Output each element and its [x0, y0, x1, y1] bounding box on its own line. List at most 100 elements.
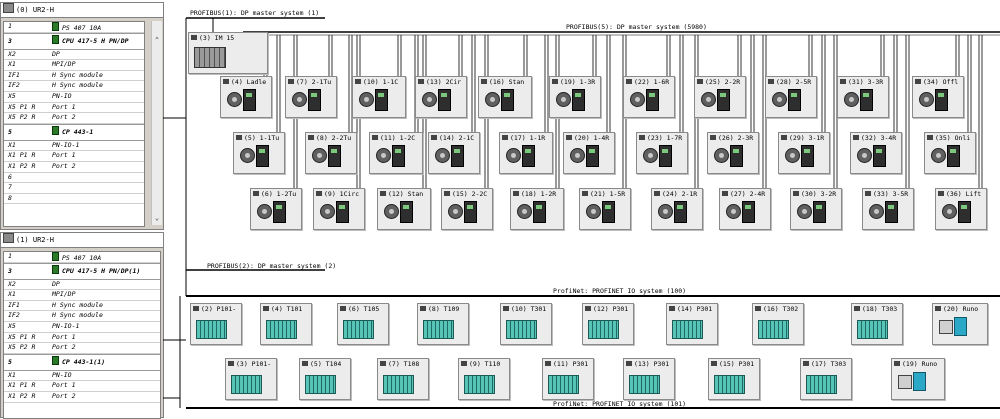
drive-device[interactable]: (13) 2Cir	[415, 76, 467, 118]
motor-icon	[857, 148, 872, 163]
plc-device[interactable]: (15) P301	[708, 358, 760, 400]
drive-device[interactable]: (9) 1Circ	[313, 188, 365, 230]
plc-device[interactable]: (10) T301	[500, 303, 552, 345]
slot-number: X5 P2 R	[8, 343, 36, 352]
drive-device[interactable]: (6) 1-2Tu	[250, 188, 302, 230]
plc-rack-icon	[857, 320, 888, 339]
drive-device[interactable]: (17) 1-1R	[499, 132, 553, 174]
plc-device[interactable]: (9) T110	[458, 358, 510, 400]
scroll-down-icon[interactable]: ⌄	[154, 214, 160, 222]
drive-icon	[533, 201, 546, 223]
vertical-scrollbar[interactable]: ⌃ ⌄	[151, 21, 162, 225]
drive-device[interactable]: (19) 1-3R	[549, 76, 601, 118]
plc-device[interactable]: (11) P301	[542, 358, 594, 400]
drive-device[interactable]: (30) 3-2R	[790, 188, 842, 230]
motor-icon	[726, 204, 741, 219]
plc-rack-icon	[506, 320, 537, 339]
plc-device[interactable]: (7) T108	[377, 358, 429, 400]
device-label: (19) 1-3R	[552, 78, 595, 86]
drive-device[interactable]: (5) 1-1Tu	[233, 132, 285, 174]
drive-device[interactable]: (35) Onli	[924, 132, 976, 174]
plc-device[interactable]: (14) P301	[666, 303, 718, 345]
device-label: (6) T105	[340, 305, 379, 313]
io-device[interactable]: (20) Runo	[932, 303, 988, 345]
drive-device[interactable]: (36) Lift	[935, 188, 987, 230]
drive-device[interactable]: (24) 2-1R	[651, 188, 703, 230]
drive-device[interactable]: (26) 2-3R	[707, 132, 759, 174]
drive-device[interactable]: (18) 1-2R	[510, 188, 564, 230]
drive-device[interactable]: (27) 2-4R	[719, 188, 771, 230]
drive-device[interactable]: (8) 2-2Tu	[305, 132, 357, 174]
im153-device[interactable]: (3) IM 15	[188, 32, 268, 74]
drive-device[interactable]: (29) 3-1R	[778, 132, 830, 174]
drive-device[interactable]: (14) 2-1C	[428, 132, 480, 174]
scroll-up-icon[interactable]: ⌃	[154, 36, 160, 44]
drive-device[interactable]: (11) 1-2C	[369, 132, 423, 174]
drive-device[interactable]: (4) Ladle	[220, 76, 272, 118]
plc-device[interactable]: (2) P101-	[190, 303, 242, 345]
drive-device[interactable]: (22) 1-6R	[623, 76, 675, 118]
drive-device[interactable]: (34) Offl	[912, 76, 964, 118]
drive-device[interactable]: (12) Stan	[377, 188, 431, 230]
plc-device[interactable]: (8) T109	[417, 303, 469, 345]
drive-device[interactable]: (20) 1-4R	[563, 132, 615, 174]
plc-device[interactable]: (18) T303	[851, 303, 903, 345]
plc-device[interactable]: (16) T302	[752, 303, 804, 345]
slot-row[interactable]: 7	[4, 183, 144, 194]
drive-device[interactable]: (10) 1-1C	[352, 76, 406, 118]
drive-device[interactable]: (23) 1-7R	[636, 132, 688, 174]
io-device[interactable]: (19) Runo	[891, 358, 945, 400]
plc-device[interactable]: (6) T105	[337, 303, 389, 345]
drive-icon	[659, 145, 672, 167]
slot-module: CP 443-1	[52, 125, 93, 140]
drive-device[interactable]: (15) 2-2C	[441, 188, 493, 230]
drive-icon	[392, 145, 405, 167]
plc-device[interactable]: (4) T101	[260, 303, 312, 345]
drive-device[interactable]: (21) 1-5R	[579, 188, 631, 230]
motor-icon	[422, 92, 437, 107]
plc-device[interactable]: (13) P301	[623, 358, 675, 400]
drive-device[interactable]: (32) 3-4R	[850, 132, 902, 174]
slot-row[interactable]: 6	[4, 173, 144, 184]
drive-device[interactable]: (31) 3-3R	[837, 76, 889, 118]
plc-device[interactable]: (5) T104	[299, 358, 351, 400]
slot-row[interactable]: 8	[4, 194, 144, 205]
drive-device[interactable]: (7) 2-1Tu	[285, 76, 337, 118]
drive-device[interactable]: (25) 2-2R	[694, 76, 746, 118]
drive-device[interactable]: (33) 3-5R	[862, 188, 914, 230]
device-label: (12) P301	[585, 305, 628, 313]
plc-device[interactable]: (12) P301	[582, 303, 634, 345]
drive-device[interactable]: (16) Stan	[478, 76, 532, 118]
drive-device[interactable]: (28) 2-5R	[765, 76, 817, 118]
plc-device[interactable]: (17) T303	[800, 358, 852, 400]
plc-device[interactable]: (3) P101-	[225, 358, 277, 400]
